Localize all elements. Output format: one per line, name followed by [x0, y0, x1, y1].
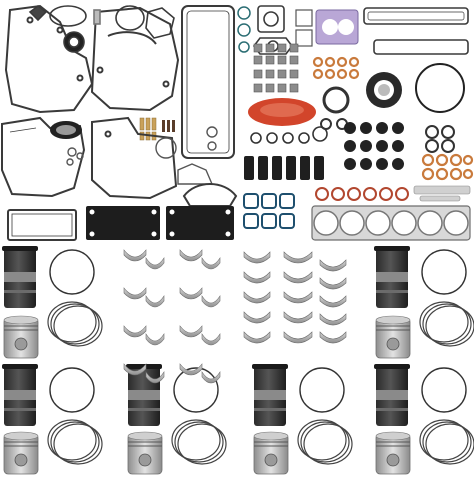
- cylinder-liner: [374, 364, 410, 426]
- piston-ring-set: [47, 249, 103, 347]
- purple-manifold-gasket: [315, 9, 359, 45]
- bearing-shells: [123, 249, 347, 384]
- piston-ring-set: [297, 367, 353, 465]
- piston: [375, 431, 411, 475]
- bearing-shell: [145, 332, 165, 346]
- water-pump-gasket: [1, 116, 86, 198]
- small-washers-mid: [66, 147, 84, 166]
- bearing-shell: [145, 256, 165, 270]
- red-rope-seal: [248, 98, 316, 126]
- bearing-shell: [123, 325, 147, 338]
- injector-orings-grid: [344, 122, 404, 170]
- small-orings-column: [237, 6, 251, 53]
- bearing-shell: [283, 291, 313, 304]
- bearing-shell: [201, 294, 221, 308]
- piston-ring-sets: [47, 249, 474, 465]
- bearing-shell: [283, 271, 313, 284]
- rear-seal-ring: [366, 72, 402, 108]
- piston: [375, 315, 411, 359]
- piston-ring-set: [419, 249, 474, 347]
- oil-cooler-gasket: [91, 116, 178, 200]
- bearing-shell: [243, 271, 271, 284]
- cylinder-liner: [374, 246, 410, 308]
- piston: [127, 431, 163, 475]
- crank-seal: [320, 86, 350, 130]
- injector-cups: [244, 156, 324, 180]
- blue-edge-gaskets: [243, 193, 295, 229]
- oil-cooler-core-gasket: [7, 209, 77, 241]
- bearing-shell: [243, 311, 271, 324]
- piston-ring-set: [47, 367, 103, 465]
- bearing-shell: [319, 277, 347, 290]
- pistons: [3, 315, 411, 475]
- valve-cover-gaskets: [363, 7, 469, 55]
- copper-washers-right: [421, 153, 474, 181]
- piston: [3, 315, 39, 359]
- bearing-shell: [179, 287, 203, 300]
- bearing-shell: [243, 331, 271, 344]
- misc-small-seals: [155, 126, 218, 185]
- intake-gaskets-small: [295, 9, 313, 47]
- piston-ring-set: [419, 367, 474, 465]
- bearing-shell: [179, 249, 203, 262]
- bearing-shell: [243, 291, 271, 304]
- bearing-shell: [243, 251, 271, 264]
- lower-curved-gasket: [182, 183, 238, 207]
- bearing-shell: [201, 256, 221, 270]
- bearing-shell: [283, 311, 313, 324]
- dark-pins: [162, 120, 175, 132]
- washers-row-mid: [250, 126, 328, 144]
- black-cover-plates: [86, 206, 234, 240]
- cylinder-liner: [252, 364, 288, 426]
- head-gasket: [311, 205, 471, 241]
- piston: [253, 431, 289, 475]
- bearing-shell: [179, 325, 203, 338]
- bearing-shell: [201, 332, 221, 346]
- small-rings-right: [425, 125, 455, 153]
- cylinder-liner: [2, 246, 38, 308]
- bearing-shell: [283, 331, 313, 344]
- bearing-shell: [319, 313, 347, 326]
- bearing-shell: [179, 363, 203, 376]
- bearing-shell: [319, 259, 347, 272]
- front-seal: [50, 121, 82, 139]
- bearing-shell: [123, 363, 147, 376]
- bearing-shell: [319, 295, 347, 308]
- bearing-shell: [201, 370, 221, 384]
- copper-washers-top: [312, 56, 360, 80]
- piston: [3, 431, 39, 475]
- bearing-shell: [123, 249, 147, 262]
- cylinder-liner: [2, 364, 38, 426]
- oil-pan-gasket: [181, 5, 235, 159]
- small-gaskets-top: [28, 5, 175, 53]
- piston-ring-set: [171, 367, 227, 465]
- injector-tube-parts: [413, 185, 471, 202]
- front-plate-gasket: [90, 6, 180, 112]
- bearing-shell: [283, 251, 313, 264]
- copper-ring-row: [315, 187, 409, 201]
- bearing-shell: [319, 331, 347, 344]
- large-oring: [415, 63, 465, 113]
- bearing-shell: [123, 287, 147, 300]
- valve-stem-seals: [253, 43, 299, 93]
- bearing-shell: [145, 294, 165, 308]
- bearing-shell: [145, 370, 165, 384]
